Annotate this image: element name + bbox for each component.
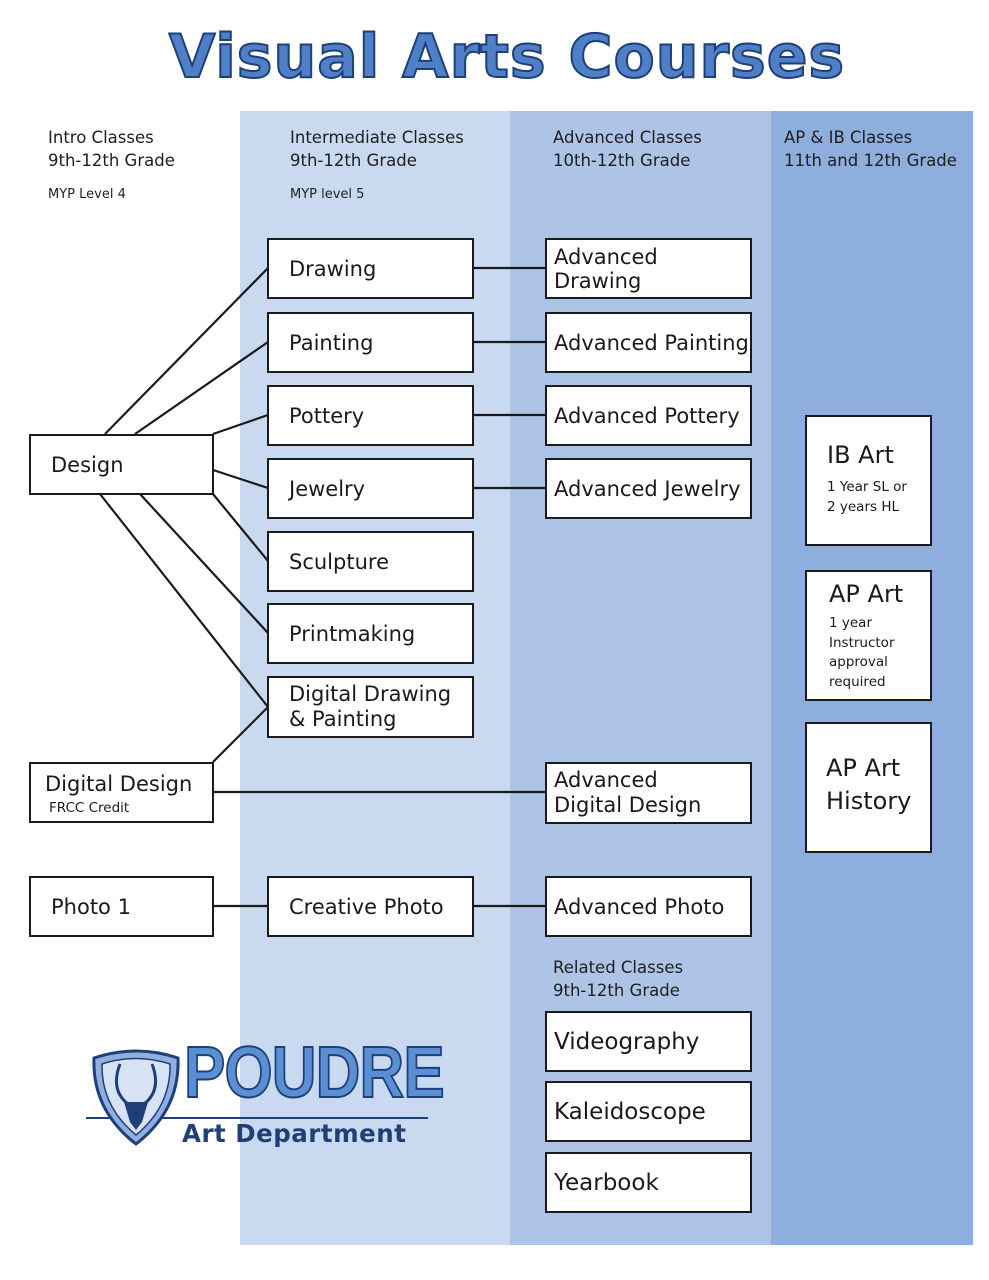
page-title: Visual Arts Courses: [168, 21, 846, 93]
course-advanced-photo: Advanced Photo: [545, 876, 752, 937]
course-ap-art-history-title: AP Art History: [826, 754, 912, 815]
course-advanced-drawing-label: Advanced Drawing: [554, 244, 658, 293]
course-pottery-label: Pottery: [289, 403, 365, 428]
course-ap-art: AP Art 1 year Instructor approval requir…: [805, 570, 932, 701]
course-ib-art-note: 1 Year SL or 2 years HL: [827, 479, 907, 515]
course-creative-photo: Creative Photo: [267, 876, 474, 937]
course-creative-photo-label: Creative Photo: [289, 894, 444, 919]
course-advanced-drawing: Advanced Drawing: [545, 238, 752, 299]
course-advanced-photo-label: Advanced Photo: [554, 894, 725, 919]
course-photo1-label: Photo 1: [51, 894, 131, 919]
connector-design-sculpture: [212, 493, 269, 562]
intermediate-column-sub: MYP level 5: [290, 187, 365, 202]
connector-design-drawing: [104, 267, 269, 435]
course-design: Design: [29, 434, 214, 495]
intro-column-heading: Intro Classes 9th-12th Grade: [48, 128, 175, 170]
course-printmaking: Printmaking: [267, 603, 474, 664]
course-jewelry-label: Jewelry: [289, 476, 366, 501]
course-advanced-pottery: Advanced Pottery: [545, 385, 752, 446]
course-videography: Videography: [545, 1011, 752, 1072]
course-ib-art: IB Art 1 Year SL or 2 years HL: [805, 415, 932, 546]
advanced-column-heading: Advanced Classes 10th-12th Grade: [553, 128, 702, 170]
course-yearbook: Yearbook: [545, 1152, 752, 1213]
course-advanced-painting-label: Advanced Painting: [554, 330, 749, 355]
course-ap-art-note: 1 year Instructor approval required: [829, 615, 895, 690]
poudre-logo: [86, 1049, 428, 1146]
course-videography-label: Videography: [554, 1028, 700, 1055]
course-kaleidoscope-label: Kaleidoscope: [554, 1098, 706, 1125]
course-advanced-digital-design: Advanced Digital Design: [545, 762, 752, 824]
course-digital-design: Digital Design FRCC Credit: [29, 762, 214, 823]
logo-department: Art Department: [182, 1119, 407, 1148]
course-sculpture-label: Sculpture: [289, 549, 389, 574]
connector-design-painting: [134, 341, 269, 435]
course-advanced-jewelry: Advanced Jewelry: [545, 458, 752, 519]
course-design-label: Design: [51, 452, 124, 477]
course-printmaking-label: Printmaking: [289, 621, 416, 646]
course-jewelry: Jewelry: [267, 458, 474, 519]
course-advanced-painting: Advanced Painting: [545, 312, 752, 373]
course-painting-label: Painting: [289, 330, 374, 355]
course-drawing-label: Drawing: [289, 256, 377, 281]
connector-digital-design-digital-drawing: [212, 706, 269, 763]
course-ap-art-title: AP Art: [829, 580, 904, 608]
course-yearbook-label: Yearbook: [554, 1169, 659, 1196]
course-drawing: Drawing: [267, 238, 474, 299]
logo-wordmark: POUDRE: [183, 1032, 445, 1114]
course-advanced-digital-design-label: Advanced Digital Design: [554, 768, 702, 817]
connector-design-jewelry: [212, 468, 269, 490]
course-sculpture: Sculpture: [267, 531, 474, 592]
connector-design-printmaking: [139, 493, 269, 634]
course-painting: Painting: [267, 312, 474, 373]
connector-design-pottery: [212, 413, 269, 436]
course-digital-design-label: Digital Design: [45, 772, 193, 796]
intro-column-sub: MYP Level 4: [48, 187, 126, 202]
course-digital-design-note: FRCC Credit: [49, 800, 130, 816]
course-advanced-jewelry-label: Advanced Jewelry: [554, 476, 741, 501]
course-advanced-pottery-label: Advanced Pottery: [554, 403, 740, 428]
ap-ib-column-heading: AP & IB Classes 11th and 12th Grade: [784, 128, 957, 170]
course-digital-drawing-label: Digital Drawing & Painting: [289, 682, 452, 731]
course-photo1: Photo 1: [29, 876, 214, 937]
course-digital-drawing-painting: Digital Drawing & Painting: [267, 676, 474, 738]
course-kaleidoscope: Kaleidoscope: [545, 1081, 752, 1142]
antelope-head-icon: [114, 1063, 158, 1106]
course-ap-art-history: AP Art History: [805, 722, 932, 853]
related-classes-heading: Related Classes 9th-12th Grade: [553, 958, 684, 1000]
connector-design-digital-drawing: [99, 493, 269, 708]
course-pottery: Pottery: [267, 385, 474, 446]
course-ib-art-title: IB Art: [827, 441, 894, 469]
intermediate-column-heading: Intermediate Classes 9th-12th Grade: [290, 128, 464, 170]
